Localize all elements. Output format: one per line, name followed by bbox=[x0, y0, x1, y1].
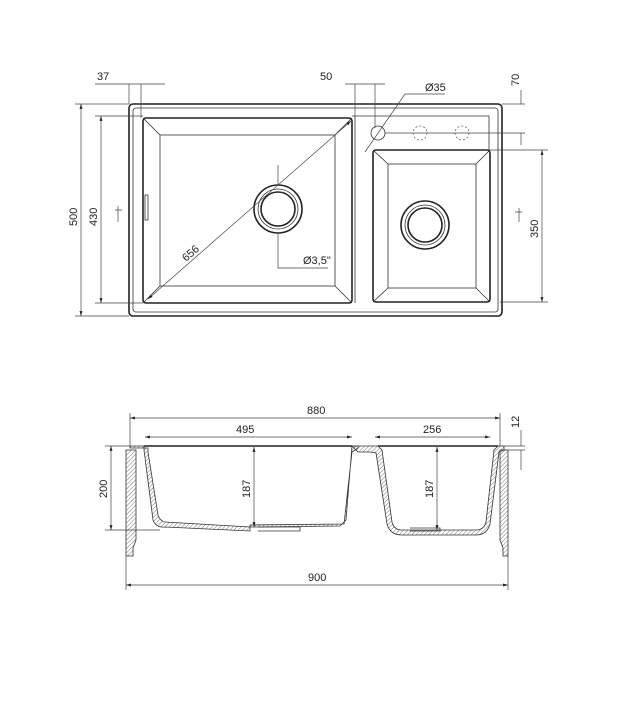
tap-deck bbox=[352, 115, 490, 303]
sink-outline bbox=[128, 103, 503, 317]
dim-total-width: 900 bbox=[308, 572, 326, 584]
dim-inner-width: 880 bbox=[307, 405, 325, 417]
dim-tap-from-edge: 70 bbox=[510, 74, 522, 86]
dim-diagonal: 656 bbox=[180, 243, 202, 264]
section-view: 880 495 256 12 200 187 187 900 bbox=[98, 405, 525, 590]
dim-depth-small: 187 bbox=[424, 480, 436, 498]
small-bowl-section bbox=[351, 445, 505, 536]
small-bowl bbox=[372, 149, 491, 303]
dim-bowl-depth: 430 bbox=[88, 208, 100, 226]
dim-large-bowl: 495 bbox=[236, 424, 254, 436]
drain-small bbox=[400, 200, 450, 250]
left-skirt bbox=[125, 449, 137, 557]
dim-flange-left: 37 bbox=[97, 71, 109, 83]
large-bowl bbox=[142, 117, 353, 304]
dim-small-bowl-depth: 350 bbox=[529, 220, 541, 238]
dim-drain: Ø3,5" bbox=[303, 255, 331, 267]
drain-large bbox=[253, 184, 303, 234]
dim-total-depth: 500 bbox=[68, 208, 80, 226]
dim-small-bowl: 256 bbox=[423, 424, 441, 436]
dim-tap-offset: 50 bbox=[320, 71, 332, 83]
right-skirt bbox=[499, 449, 509, 557]
dim-tap-hole: Ø35 bbox=[425, 82, 446, 94]
dim-depth-large: 187 bbox=[241, 480, 253, 498]
top-view: 37 50 Ø35 70 350 500 430 656 Ø3,5" bbox=[68, 71, 548, 317]
dim-rim: 12 bbox=[510, 416, 522, 428]
dim-height: 200 bbox=[98, 480, 110, 498]
